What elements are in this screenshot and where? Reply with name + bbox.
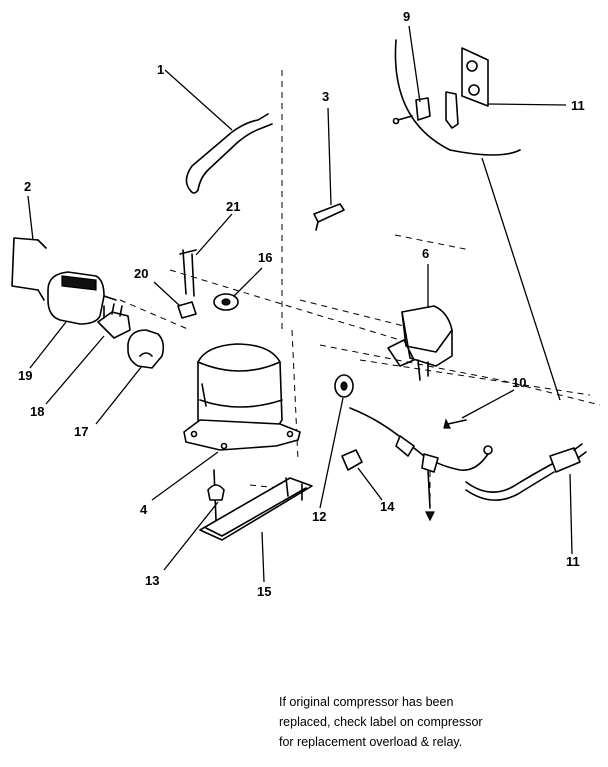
callout-label-6: 6	[422, 246, 429, 261]
callout-11-bottom: 11	[566, 473, 580, 569]
callout-label-15: 15	[257, 584, 271, 599]
callout-4: 4	[140, 451, 219, 517]
callout-label-4: 4	[140, 502, 148, 517]
callout-21: 21	[195, 199, 240, 256]
callout-16: 16	[233, 250, 272, 297]
callout-label-11-bottom: 11	[566, 554, 580, 569]
callout-label-10: 10	[512, 375, 526, 390]
callout-label-3: 3	[322, 89, 329, 104]
callout-label-17: 17	[74, 424, 88, 439]
callout-3: 3	[322, 89, 332, 206]
callout-13: 13	[145, 501, 219, 588]
replacement-note: If original compressor has been replaced…	[279, 695, 483, 749]
callout-label-11-top: 11	[571, 98, 585, 113]
callout-label-18: 18	[30, 404, 44, 419]
part-16-grommet	[213, 293, 239, 311]
callout-11-top: 11	[487, 98, 585, 113]
callout-label-19: 19	[18, 368, 32, 383]
part-4-compressor	[183, 343, 301, 451]
callout-19: 19	[18, 321, 67, 383]
callout-label-21: 21	[226, 199, 240, 214]
part-14-clip	[341, 449, 363, 471]
callout-20: 20	[134, 266, 181, 307]
callout-9: 9	[403, 9, 421, 103]
part-11-power-cord	[465, 443, 587, 501]
callout-6: 6	[422, 246, 429, 308]
part-15-base-plate	[199, 477, 313, 541]
part-17-cover	[127, 329, 165, 369]
part-2-bracket	[11, 237, 47, 301]
callout-17: 17	[74, 365, 143, 439]
note-line-2: replaced, check label on compressor	[279, 715, 483, 729]
part-20-connector	[177, 301, 197, 319]
callout-12: 12	[312, 397, 344, 524]
part-21-terminals	[179, 249, 197, 297]
part-1-tube	[185, 113, 273, 194]
note-line-1: If original compressor has been	[279, 695, 453, 709]
callout-1: 1	[157, 62, 233, 131]
note-line-3: for replacement overload & relay.	[279, 735, 462, 749]
part-6-relay-housing	[387, 305, 453, 381]
callout-2: 2	[24, 179, 34, 241]
detail-leader	[481, 157, 561, 401]
part-10-screw	[443, 418, 467, 429]
power-cord-harness	[349, 407, 493, 522]
callout-label-16: 16	[258, 250, 272, 265]
part-13-stud	[207, 469, 225, 521]
callout-10: 10	[461, 375, 526, 419]
part-18-relay	[97, 303, 131, 339]
callout-15: 15	[257, 531, 271, 599]
callout-label-12: 12	[312, 509, 326, 524]
callout-label-9: 9	[403, 9, 410, 24]
callout-14: 14	[357, 467, 395, 514]
callout-label-1: 1	[157, 62, 164, 77]
callout-label-14: 14	[380, 499, 395, 514]
part-19-overload	[47, 271, 117, 325]
callout-18: 18	[30, 335, 105, 419]
callout-label-13: 13	[145, 573, 159, 588]
part-9-11-detail	[392, 39, 521, 156]
callout-label-20: 20	[134, 266, 148, 281]
part-3-clip	[313, 203, 345, 231]
callout-label-2: 2	[24, 179, 31, 194]
part-12-button	[334, 374, 354, 398]
